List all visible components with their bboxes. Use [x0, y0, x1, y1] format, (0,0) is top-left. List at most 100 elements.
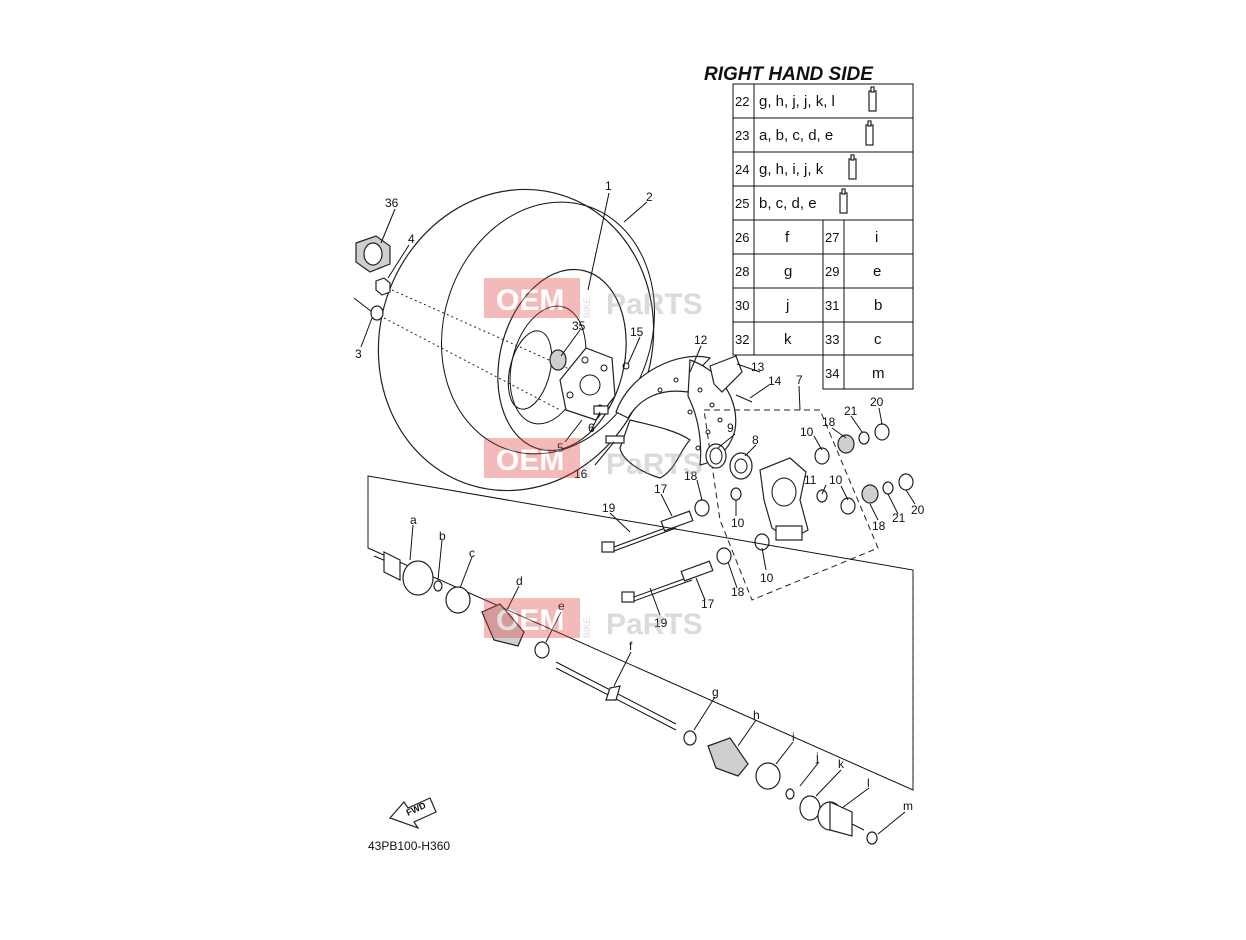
watermark-oem: OEM	[496, 604, 564, 637]
boot-band	[445, 586, 471, 614]
callout-k: k	[838, 757, 845, 771]
boot-band	[755, 762, 781, 790]
grease-tube-icon	[839, 188, 848, 214]
drive-shaft	[555, 661, 677, 731]
table-letter: j	[785, 297, 789, 314]
circlip	[433, 580, 443, 592]
table-num: 26	[735, 230, 749, 245]
air-valve	[353, 297, 384, 321]
table-letter: g	[784, 263, 792, 280]
boot-band	[683, 730, 697, 746]
watermark: OEM BIKE PaRTS	[484, 438, 703, 481]
table-letters: a, b, c, d, e	[759, 127, 833, 144]
callout-l: l	[867, 776, 870, 790]
knuckle-group-outline	[703, 409, 879, 601]
table-letters: b, c, d, e	[759, 195, 817, 212]
callout-7: 7	[796, 373, 803, 387]
table-num: 28	[735, 264, 749, 279]
table-letters: g, h, j, j, k, l	[759, 93, 835, 110]
callout-14: 14	[768, 374, 782, 388]
table-num: 31	[825, 298, 839, 313]
diagram-title: RIGHT HAND SIDE	[704, 64, 874, 85]
callout-5: 5	[557, 441, 564, 455]
callout-21: 21	[844, 404, 858, 418]
callout-21: 21	[892, 511, 906, 525]
table-num: 32	[735, 332, 749, 347]
callout-20: 20	[870, 395, 884, 409]
collar	[837, 434, 855, 454]
watermark-parts: PaRTS	[606, 448, 703, 481]
hub-bolt	[593, 405, 609, 415]
nut	[898, 473, 914, 491]
callout-8: 8	[752, 433, 759, 447]
callout-17: 17	[654, 482, 668, 496]
callout-10: 10	[800, 425, 814, 439]
table-num: 30	[735, 298, 749, 313]
watermark-oem: OEM	[496, 444, 564, 477]
callout-18: 18	[684, 469, 698, 483]
callout-10: 10	[731, 516, 745, 530]
callout-19: 19	[654, 616, 668, 630]
callout-a: a	[410, 513, 417, 527]
bushing	[754, 533, 770, 551]
brake-bracket	[709, 355, 743, 393]
wheel-cap	[355, 235, 391, 273]
callouts: 1 2 36 4 3 35 15 12 13 14 7 5 6 16 9 8 1…	[355, 179, 925, 813]
callout-j: j	[815, 750, 819, 764]
boot-band	[534, 641, 550, 659]
table-num: 23	[735, 128, 749, 143]
table-num: 34	[825, 366, 839, 381]
watermark-oem: OEM	[496, 284, 564, 317]
table-num: 33	[825, 332, 839, 347]
small-washer	[622, 362, 630, 370]
dust-ring	[799, 795, 821, 821]
callout-18: 18	[872, 519, 886, 533]
callout-17: 17	[701, 597, 715, 611]
callout-f: f	[629, 639, 633, 653]
callout-g: g	[712, 685, 719, 699]
wheel-bearing	[729, 452, 753, 480]
grease-nipple	[816, 489, 828, 503]
table-num: 25	[735, 196, 749, 211]
bushing	[814, 447, 830, 465]
callout-13: 13	[751, 360, 765, 374]
callout-9: 9	[727, 421, 734, 435]
callout-12: 12	[694, 333, 708, 347]
pivot-bolt	[621, 575, 693, 603]
callout-20: 20	[911, 503, 925, 517]
brake-disc	[615, 355, 737, 479]
callout-11: 11	[804, 473, 817, 487]
washer	[858, 431, 870, 445]
callout-15: 15	[630, 325, 644, 339]
fwd-arrow-icon: FWD	[388, 797, 437, 830]
dust-seal	[716, 547, 732, 565]
callout-35: 35	[572, 319, 586, 333]
dust-seal	[694, 499, 710, 517]
bushing	[840, 497, 856, 515]
wheel-hub	[559, 347, 616, 421]
table-letter: k	[784, 331, 792, 348]
table-num: 24	[735, 162, 749, 177]
callout-6: 6	[588, 421, 595, 435]
watermark-bike: BIKE	[582, 297, 592, 318]
collar-sleeve	[680, 560, 714, 582]
knuckle	[759, 457, 809, 541]
callout-10: 10	[829, 473, 843, 487]
callout-10: 10	[760, 571, 774, 585]
grease-tube-icon	[868, 86, 877, 112]
callout-16: 16	[574, 467, 588, 481]
kit-table: 22 g, h, j, j, k, l 23 a, b, c, d, e 24 …	[732, 83, 914, 390]
watermark-bike: BIKE	[582, 457, 592, 478]
table-letter: c	[874, 331, 882, 348]
callout-h: h	[753, 708, 760, 722]
callout-18: 18	[822, 415, 836, 429]
grease-tube-icon	[865, 120, 874, 146]
watermark-parts: PaRTS	[606, 608, 703, 641]
callout-2: 2	[646, 190, 653, 204]
collar-sleeve	[660, 510, 694, 532]
washer	[882, 481, 894, 495]
grease-tube-icon	[848, 154, 857, 180]
bracket-screw	[735, 394, 753, 403]
